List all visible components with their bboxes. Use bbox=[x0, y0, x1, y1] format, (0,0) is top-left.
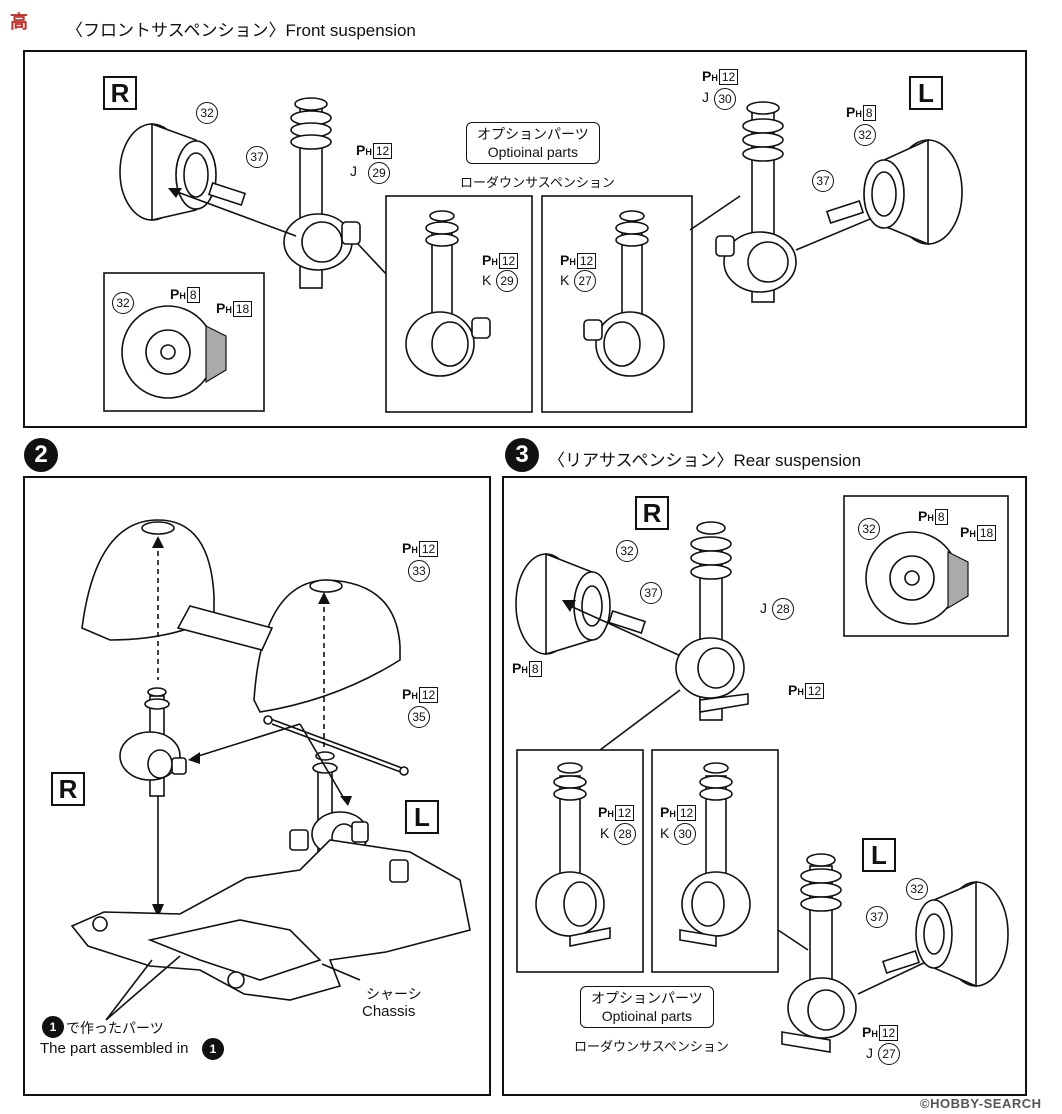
step1-opt1-k: K bbox=[482, 272, 492, 288]
step2-part-35: 35 bbox=[408, 706, 430, 728]
step3-option-sub: ローダウンサスペンション bbox=[574, 1039, 729, 1054]
step1-side-l-label: L bbox=[909, 76, 943, 110]
step3-option-jp: オプションパーツ bbox=[591, 990, 703, 1006]
step2-chassis-en: Chassis bbox=[362, 1003, 416, 1020]
step2-note-ref-icon: 1 bbox=[42, 1016, 64, 1038]
step1-opt1-part-29: 29 bbox=[496, 270, 518, 292]
step1-optional-parts-box: オプションパーツ Optioinal parts bbox=[466, 122, 600, 164]
step3-part-28-r: 28 bbox=[772, 598, 794, 620]
front-suspension-title: 〈フロントサスペンション〉Front suspension bbox=[66, 21, 416, 40]
step1-side-r-label: R bbox=[103, 76, 137, 110]
step3-opt2-part-30: 30 bbox=[674, 823, 696, 845]
step3-part-32-r: 32 bbox=[616, 540, 638, 562]
step1-detail-part-32: 32 bbox=[112, 292, 134, 314]
step1-part-29-r: 29 bbox=[368, 162, 390, 184]
step3-j-l: J bbox=[866, 1045, 873, 1061]
step1-option-sub: ローダウンサスペンション bbox=[460, 175, 615, 190]
step1-option-jp: オプションパーツ bbox=[477, 126, 589, 142]
step1-option-en: Optioinal parts bbox=[487, 144, 578, 160]
step1-part-37-r: 37 bbox=[246, 146, 268, 168]
step3-side-r-label: R bbox=[635, 496, 669, 530]
step2-number: 2 bbox=[24, 438, 58, 472]
step2-chassis-jp: シャーシ bbox=[366, 986, 422, 1002]
step1-part-32-l: 32 bbox=[854, 124, 876, 146]
step3-opt1-k: K bbox=[600, 825, 610, 841]
step2-side-r-label: R bbox=[51, 772, 85, 806]
watermark: ©HOBBY-SEARCH bbox=[920, 1096, 1042, 1111]
site-logo: 高 bbox=[10, 12, 28, 32]
step3-j-r: J bbox=[760, 600, 767, 616]
step3-side-l-label: L bbox=[862, 838, 896, 872]
step1-opt2-part-27: 27 bbox=[574, 270, 596, 292]
step1-j-l: J bbox=[702, 89, 709, 105]
step3-opt2-k: K bbox=[660, 825, 670, 841]
step2-part-33: 33 bbox=[408, 560, 430, 582]
step3-part-32-l: 32 bbox=[906, 878, 928, 900]
step1-part-37-l: 37 bbox=[812, 170, 834, 192]
step3-part-27-l: 27 bbox=[878, 1043, 900, 1065]
step3-part-37-l: 37 bbox=[866, 906, 888, 928]
step3-part-37-r: 37 bbox=[640, 582, 662, 604]
step2-note-en-ref-icon: 1 bbox=[202, 1038, 224, 1060]
step2-side-l-label: L bbox=[405, 800, 439, 834]
step2-note-jp: で作ったパーツ bbox=[66, 1020, 164, 1036]
step1-j-r: J bbox=[350, 163, 357, 179]
step3-option-en: Optioinal parts bbox=[601, 1008, 692, 1024]
step3-number: 3 bbox=[505, 438, 539, 472]
rear-suspension-title: 〈リアサスペンション〉Rear suspension bbox=[548, 451, 862, 470]
step3-detail-part-32: 32 bbox=[858, 518, 880, 540]
step1-part-32-r: 32 bbox=[196, 102, 218, 124]
step2-note-en: The part assembled in bbox=[40, 1040, 189, 1057]
step1-opt2-k: K bbox=[560, 272, 570, 288]
step3-optional-parts-box: オプションパーツ Optioinal parts bbox=[580, 986, 714, 1028]
step1-part-30-l: 30 bbox=[714, 88, 736, 110]
step3-opt1-part-28: 28 bbox=[614, 823, 636, 845]
